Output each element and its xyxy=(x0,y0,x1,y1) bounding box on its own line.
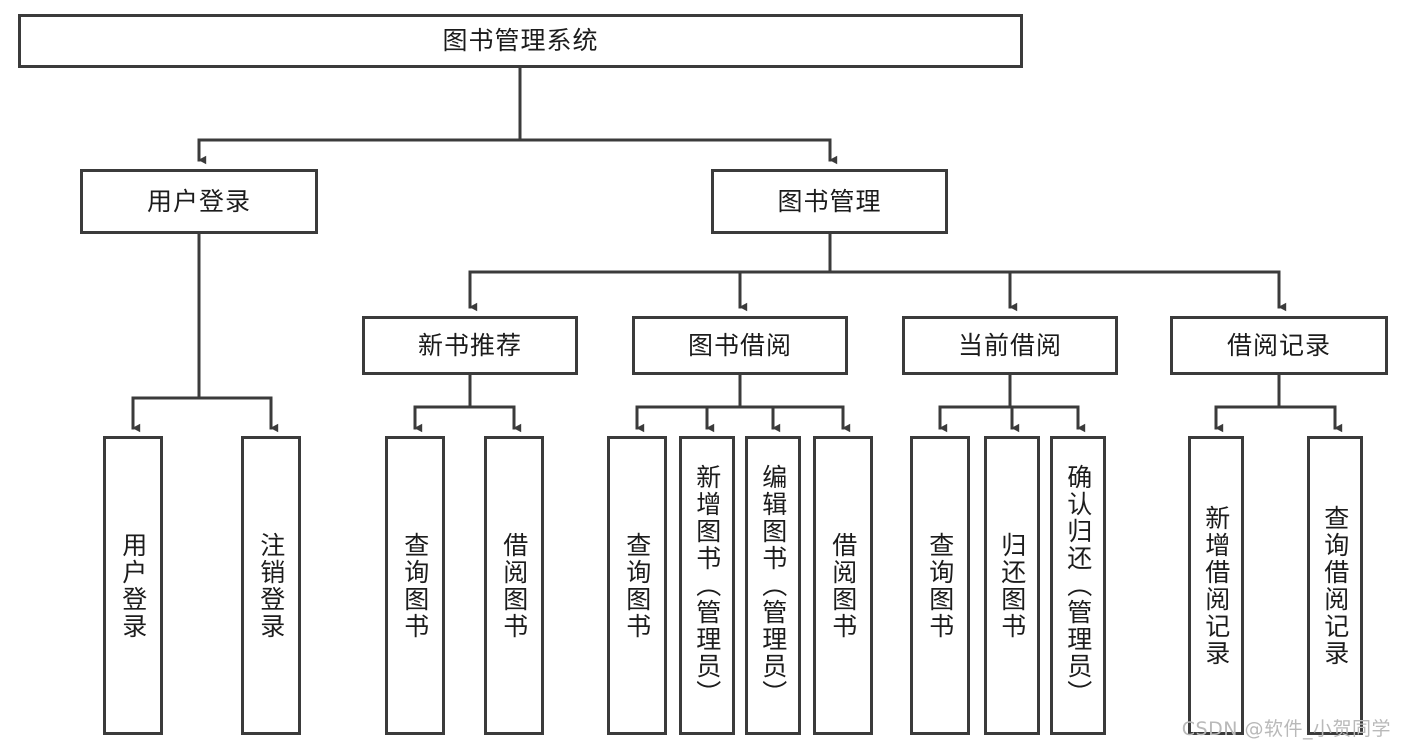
leaf-node[interactable]: 注销登录 xyxy=(241,436,301,735)
node-current-borrow[interactable]: 当前借阅 xyxy=(902,316,1118,375)
leaf-node-label: 查询图书 xyxy=(925,531,955,640)
leaf-node-label: 归还图书 xyxy=(997,531,1027,640)
leaf-node-label: 查询图书 xyxy=(622,531,652,640)
leaf-node-label: 用户登录 xyxy=(118,531,148,640)
leaf-node[interactable]: 用户登录 xyxy=(103,436,163,735)
node-root[interactable]: 图书管理系统 xyxy=(18,14,1023,68)
leaf-node-label: 查询图书 xyxy=(400,531,430,640)
leaf-node-label: 确认归还（管理员） xyxy=(1063,464,1093,707)
node-user-login-label: 用户登录 xyxy=(146,186,251,216)
node-new-book-recommend[interactable]: 新书推荐 xyxy=(362,316,578,375)
leaf-node-label: 借阅图书 xyxy=(828,531,858,640)
leaf-node-label: 新增图书（管理员） xyxy=(692,464,722,707)
leaf-node[interactable]: 借阅图书 xyxy=(484,436,544,735)
leaf-node[interactable]: 查询图书 xyxy=(910,436,970,735)
node-user-login[interactable]: 用户登录 xyxy=(80,169,318,234)
leaf-node[interactable]: 查询图书 xyxy=(385,436,445,735)
leaf-node[interactable]: 新增图书（管理员） xyxy=(679,436,735,735)
leaf-node-label: 借阅图书 xyxy=(499,531,529,640)
leaf-node[interactable]: 查询借阅记录 xyxy=(1307,436,1363,735)
node-book-management-label: 图书管理 xyxy=(777,186,882,216)
leaf-node[interactable]: 编辑图书（管理员） xyxy=(745,436,801,735)
node-book-borrow-label: 图书借阅 xyxy=(687,330,792,360)
node-root-label: 图书管理系统 xyxy=(442,26,599,56)
leaf-node-label: 编辑图书（管理员） xyxy=(758,464,788,707)
leaf-node[interactable]: 查询图书 xyxy=(607,436,667,735)
leaf-node[interactable]: 确认归还（管理员） xyxy=(1050,436,1106,735)
node-borrow-record[interactable]: 借阅记录 xyxy=(1170,316,1388,375)
node-current-borrow-label: 当前借阅 xyxy=(957,330,1062,360)
leaf-node-label: 新增借阅记录 xyxy=(1201,504,1231,667)
leaf-node[interactable]: 归还图书 xyxy=(984,436,1040,735)
node-book-borrow[interactable]: 图书借阅 xyxy=(632,316,848,375)
leaf-node-label: 注销登录 xyxy=(256,531,286,640)
leaf-node-label: 查询借阅记录 xyxy=(1320,504,1350,667)
node-book-management[interactable]: 图书管理 xyxy=(711,169,948,234)
watermark: CSDN @软件_小贺同学 xyxy=(1181,718,1391,740)
leaf-node[interactable]: 借阅图书 xyxy=(813,436,873,735)
leaf-node[interactable]: 新增借阅记录 xyxy=(1188,436,1244,735)
node-borrow-record-label: 借阅记录 xyxy=(1226,330,1331,360)
node-new-book-recommend-label: 新书推荐 xyxy=(417,330,522,360)
